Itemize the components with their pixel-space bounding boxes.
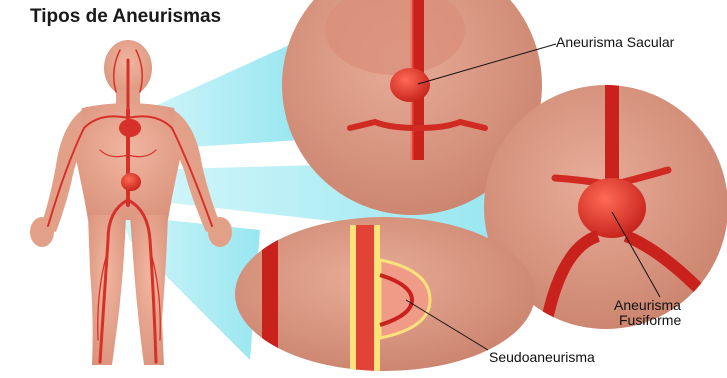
label-seudoaneurisma: Seudoaneurisma [489,350,595,365]
label-aneurisma: Aneurisma [614,298,681,313]
left-hand [30,217,54,247]
body-heart [119,119,141,137]
label-fusiforme: Fusiforme [619,313,681,328]
diagram-title: Tipos de Aneurismas [30,6,221,28]
right-hand [208,217,232,247]
left-arm [40,110,84,232]
label-aneurisma-sacular: Aneurisma Sacular [556,35,674,50]
fusiform-aneurysm [578,178,646,238]
saccular-aneurysm [390,68,430,102]
body-aneurysm-aortic [121,173,141,191]
